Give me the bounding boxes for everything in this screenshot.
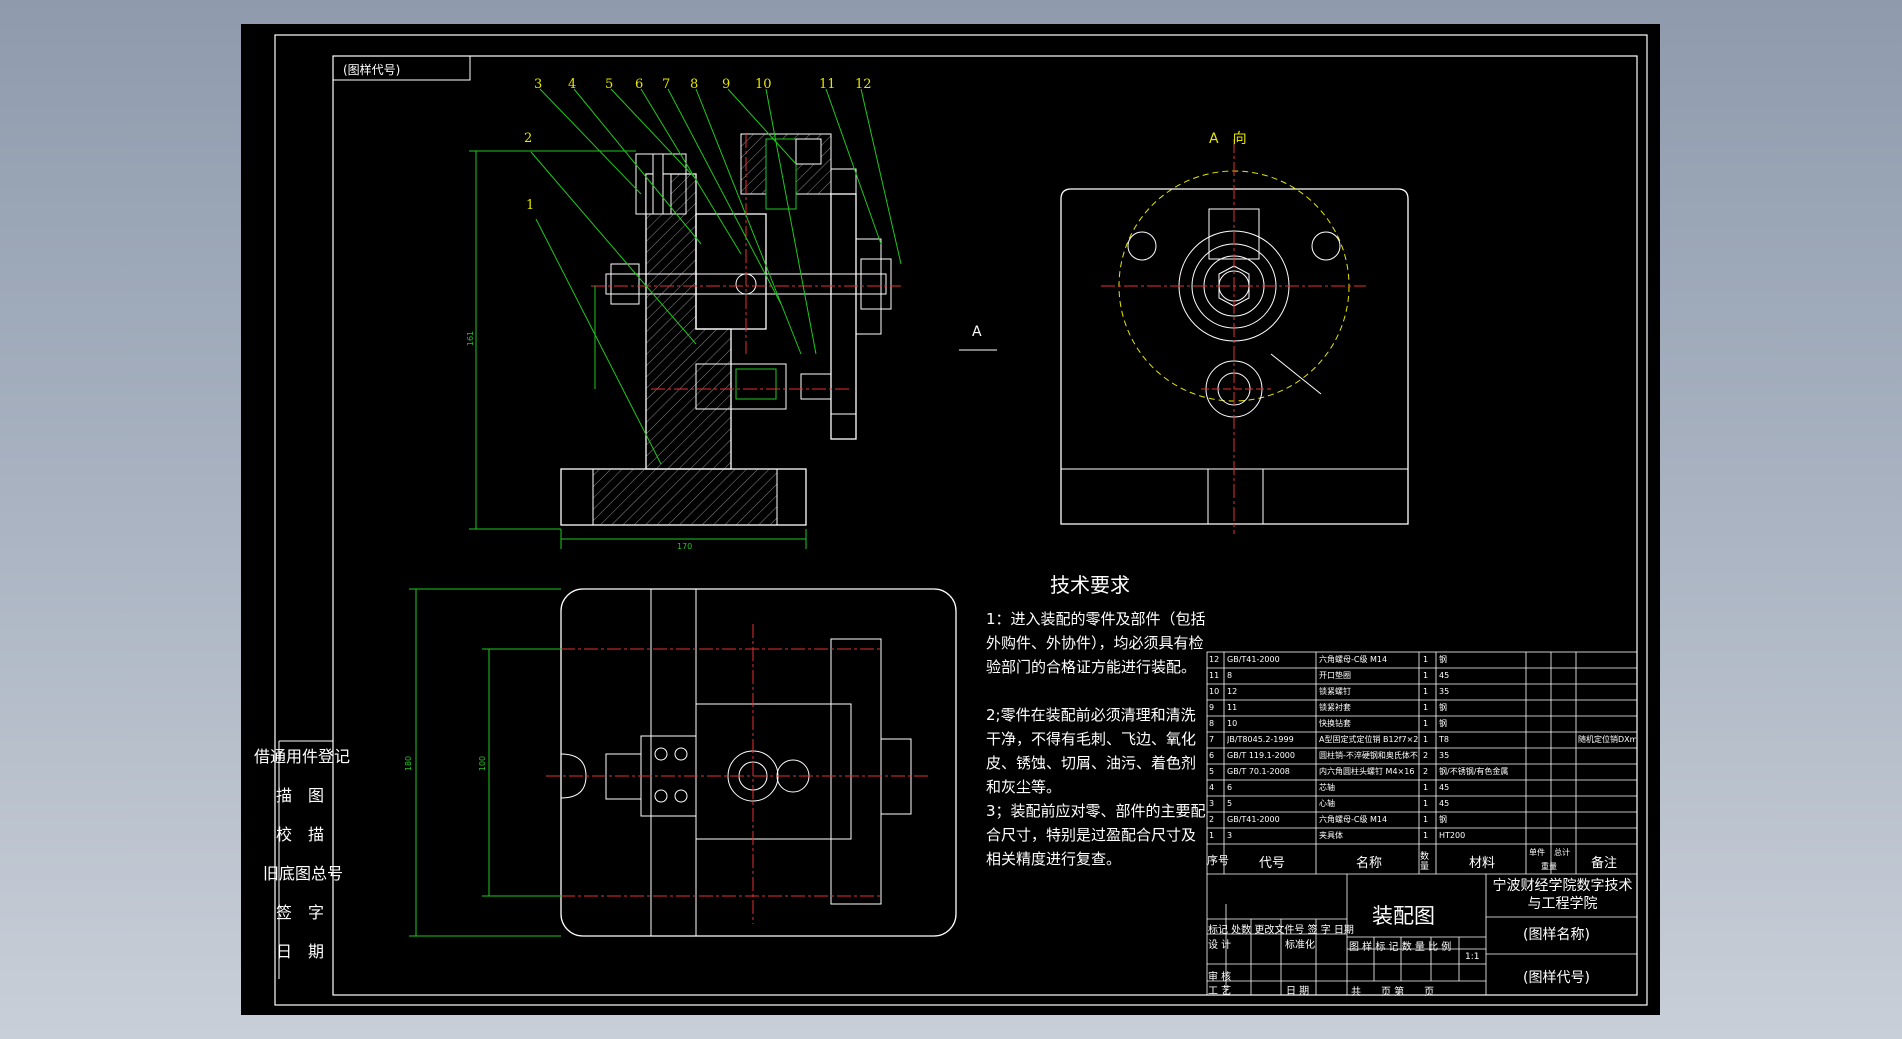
side-label-trace: 描 图 <box>276 786 325 805</box>
process-label: 工 艺 <box>1208 986 1232 997</box>
side-label-check: 校 描 <box>276 825 325 844</box>
balloon-10: 10 <box>755 77 772 92</box>
tech-item-3: 3；装配前应对零、部件的主要配合尺寸，特别是过盈配合尺寸及相关精度进行复查。 <box>986 802 1206 868</box>
side-view <box>1060 139 1409 534</box>
plan-view <box>409 588 957 937</box>
bom-header-unit: 单件 <box>1529 848 1545 857</box>
balloon-5: 5 <box>605 77 614 92</box>
stage-row: 图 样 标 记 数 量 比 例 <box>1349 942 1452 953</box>
balloon-7: 7 <box>662 77 671 92</box>
tech-title: 技术要求 <box>1050 573 1130 597</box>
side-label-sign: 签 字 <box>276 903 325 922</box>
sheet-count: 共 页 第 页 <box>1351 987 1435 998</box>
side-label-register: 借通用件登记 <box>254 747 351 766</box>
balloon-2: 2 <box>524 131 533 146</box>
bom-grid <box>1206 651 1638 996</box>
drawing-name: 装配图 <box>1372 904 1435 928</box>
tech-item-1: 1：进入装配的零件及部件（包括外购件、外协件），均必须具有检验部门的合格证方能进… <box>986 610 1206 676</box>
inner-frame <box>332 55 1638 996</box>
section-arrow-label: A <box>972 324 982 340</box>
dim-width: 170 <box>677 542 693 551</box>
balloon-12: 12 <box>855 77 872 92</box>
balloon-11: 11 <box>819 77 836 92</box>
bom-header-material: 材料 <box>1469 856 1496 871</box>
title-code-label: (图样代号) <box>343 63 401 77</box>
review-label: 审 核 <box>1208 972 1232 983</box>
bom-header-total: 总计 <box>1554 848 1570 857</box>
side-label-old-number: 旧底图总号 <box>263 864 344 883</box>
dim-plan-height: 180 <box>404 755 414 772</box>
pattern-code: (图样代号) <box>1523 970 1590 986</box>
revision-row: 标记 处数 更改文件号 签 字 日期 <box>1208 925 1354 936</box>
balloon-1: 1 <box>526 198 535 213</box>
balloon-8: 8 <box>690 77 699 92</box>
balloon-4: 4 <box>568 77 577 92</box>
bom-header-note: 备注 <box>1591 856 1618 871</box>
scale-value: 1:1 <box>1465 952 1480 962</box>
balloon-3: 3 <box>534 77 543 92</box>
design-label: 设 计 <box>1208 940 1232 951</box>
bom-header-name: 名称 <box>1356 856 1383 871</box>
balloon-6: 6 <box>635 77 644 92</box>
drawing-sheet: (图样代号) 1 2 3 4 5 6 7 8 9 10 11 12 161 17… <box>241 24 1660 1015</box>
title-code-box <box>332 55 471 81</box>
date-label: 日 期 <box>1286 986 1310 997</box>
bom-header-no: 序号 <box>1207 854 1229 867</box>
tech-item-2: 2;零件在装配前必须清理和清洗干净，不得有毛刺、飞边、氧化皮、锈蚀、切屑、油污、… <box>986 706 1197 796</box>
dim-plan-inner: 100 <box>478 755 488 772</box>
pattern-name: (图样名称) <box>1523 927 1590 943</box>
cad-drawing <box>274 34 1648 1006</box>
side-label-date: 日 期 <box>276 942 325 961</box>
bom-header-code: 代号 <box>1259 856 1286 871</box>
bom-header-qty: 数量 <box>1420 852 1430 872</box>
standard-label: 标准化 <box>1285 940 1315 951</box>
bom-header-weight: 重量 <box>1541 862 1557 871</box>
front-view <box>469 88 997 549</box>
dim-height: 161 <box>466 330 476 347</box>
outer-frame <box>274 34 1648 1006</box>
balloon-9: 9 <box>722 77 731 92</box>
school-name: 宁波财经学院数字技术与工程学院 <box>1492 878 1633 912</box>
view-a-label: A 向 <box>1209 131 1247 147</box>
